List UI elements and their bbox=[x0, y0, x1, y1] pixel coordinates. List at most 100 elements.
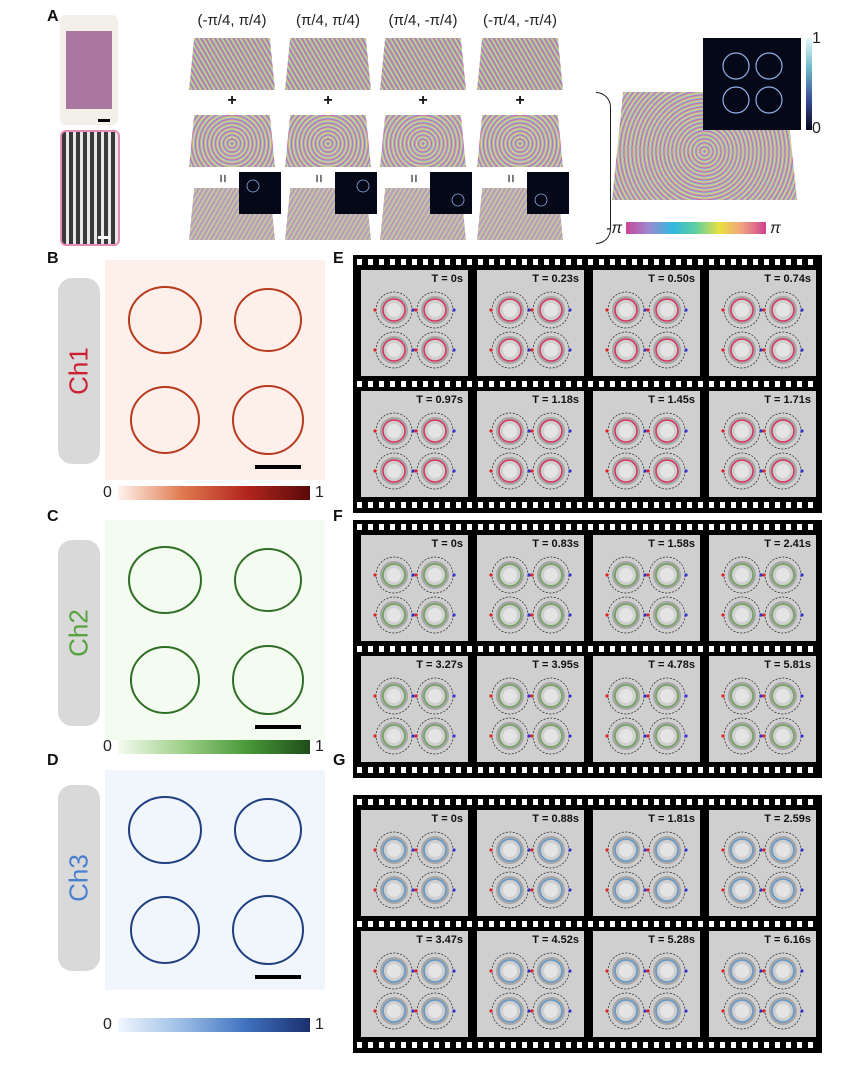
colorbar-min: 0 bbox=[103, 484, 112, 501]
ring-tracking-overlay bbox=[721, 952, 804, 1030]
panel-label-d: D bbox=[47, 752, 59, 769]
channel-colorbar bbox=[118, 1018, 310, 1032]
time-label: T = 0.97s bbox=[416, 394, 463, 406]
scale-bar bbox=[98, 119, 110, 122]
time-label: T = 0.23s bbox=[532, 273, 579, 285]
equals-sign: = bbox=[501, 174, 519, 183]
phase-max: π bbox=[770, 220, 781, 237]
panel-label-a: A bbox=[47, 8, 59, 25]
time-frame: T = 0.83s bbox=[477, 535, 584, 641]
time-label: T = 0s bbox=[431, 813, 464, 825]
time-label: T = 4.52s bbox=[532, 934, 579, 946]
ring-tracking-overlay bbox=[489, 831, 572, 909]
time-frame: T = 1.71s bbox=[709, 391, 816, 497]
phase-colorbar bbox=[626, 222, 766, 234]
time-frame: T = 2.59s bbox=[709, 810, 816, 916]
plus-sign: + bbox=[418, 92, 428, 109]
time-label: T = 1.71s bbox=[764, 394, 811, 406]
plus-sign: + bbox=[515, 92, 525, 109]
scale-bar bbox=[98, 236, 110, 239]
film-sprockets bbox=[357, 799, 818, 805]
time-frame: T = 0.50s bbox=[593, 270, 700, 376]
film-sprockets bbox=[357, 646, 818, 652]
time-frame: T = 3.95s bbox=[477, 656, 584, 762]
time-frame: T = 0s bbox=[361, 810, 468, 916]
time-frame: T = 5.28s bbox=[593, 931, 700, 1037]
panel-label-b: B bbox=[47, 250, 59, 267]
channel-tag: Ch1 bbox=[58, 278, 100, 464]
colorbar-max: 1 bbox=[315, 1016, 324, 1033]
film-sprockets bbox=[357, 524, 818, 530]
ring-tracking-overlay bbox=[373, 412, 456, 490]
metasurface-area bbox=[66, 31, 112, 109]
ring-tracking-overlay bbox=[373, 556, 456, 634]
time-frame: T = 0.23s bbox=[477, 270, 584, 376]
scale-bar bbox=[255, 975, 301, 979]
ring-tracking-overlay bbox=[605, 291, 688, 369]
time-frame: T = 0.97s bbox=[361, 391, 468, 497]
time-frame: T = 0.74s bbox=[709, 270, 816, 376]
time-frame: T = 1.81s bbox=[593, 810, 700, 916]
phase-header: (π/4, -π/4) bbox=[388, 12, 458, 29]
intensity-inset bbox=[335, 172, 377, 214]
time-frame: T = 5.81s bbox=[709, 656, 816, 762]
device-photo bbox=[60, 15, 118, 125]
ring-tracking-overlay bbox=[721, 412, 804, 490]
time-frame: T = 1.58s bbox=[593, 535, 700, 641]
ring-tracking-overlay bbox=[605, 831, 688, 909]
ring-tracking-overlay bbox=[605, 952, 688, 1030]
film-strip: T = 0s T = 0.88s T = 1.81s T = 2.59s T = 3.4… bbox=[353, 795, 822, 1053]
ring-tracking-overlay bbox=[373, 677, 456, 755]
time-label: T = 1.45s bbox=[648, 394, 695, 406]
ring-tracking-overlay bbox=[489, 291, 572, 369]
time-frame: T = 4.52s bbox=[477, 931, 584, 1037]
time-label: T = 3.95s bbox=[532, 659, 579, 671]
phase-tile-lens bbox=[285, 115, 371, 167]
ring-tracking-overlay bbox=[489, 412, 572, 490]
scale-bar bbox=[255, 465, 301, 469]
ring-tracking-overlay bbox=[605, 412, 688, 490]
plus-sign: + bbox=[227, 92, 237, 109]
ring-tracking-overlay bbox=[721, 677, 804, 755]
time-frame: T = 1.45s bbox=[593, 391, 700, 497]
ring-tracking-overlay bbox=[489, 677, 572, 755]
combined-intensity-inset bbox=[703, 38, 801, 130]
time-label: T = 5.81s bbox=[764, 659, 811, 671]
sem-image bbox=[60, 130, 120, 246]
ring-tracking-overlay bbox=[605, 556, 688, 634]
phase-header: (-π/4, π/4) bbox=[197, 12, 267, 29]
time-frame: T = 1.18s bbox=[477, 391, 584, 497]
panel-label-f: F bbox=[333, 508, 343, 525]
phase-min: -π bbox=[606, 220, 623, 237]
panel-label-g: G bbox=[333, 752, 346, 769]
time-frame: T = 4.78s bbox=[593, 656, 700, 762]
channel-intensity-image bbox=[105, 520, 325, 740]
phase-header: (-π/4, -π/4) bbox=[482, 12, 558, 29]
colorbar-min: 0 bbox=[103, 1016, 112, 1033]
time-label: T = 0.83s bbox=[532, 538, 579, 550]
time-frame: T = 0.88s bbox=[477, 810, 584, 916]
four-rings bbox=[128, 796, 304, 965]
equals-sign: = bbox=[309, 174, 327, 183]
time-frame: T = 3.47s bbox=[361, 931, 468, 1037]
time-frame: T = 2.41s bbox=[709, 535, 816, 641]
four-rings bbox=[722, 52, 783, 114]
time-label: T = 1.18s bbox=[532, 394, 579, 406]
time-label: T = 0.74s bbox=[764, 273, 811, 285]
ring bbox=[451, 193, 465, 207]
phase-tile-grating bbox=[380, 38, 466, 90]
time-label: T = 2.41s bbox=[764, 538, 811, 550]
ring-tracking-overlay bbox=[721, 831, 804, 909]
time-label: T = 0s bbox=[431, 273, 464, 285]
phase-tile-grating bbox=[285, 38, 371, 90]
colorbar-max: 1 bbox=[315, 484, 324, 501]
channel-name: Ch3 bbox=[63, 854, 94, 902]
ring-tracking-overlay bbox=[373, 291, 456, 369]
phase-tile-lens bbox=[477, 115, 563, 167]
cbar-max: 1 bbox=[812, 30, 821, 47]
time-label: T = 1.81s bbox=[648, 813, 695, 825]
channel-intensity-image bbox=[105, 770, 325, 990]
four-rings bbox=[128, 286, 304, 455]
ring bbox=[246, 179, 260, 193]
